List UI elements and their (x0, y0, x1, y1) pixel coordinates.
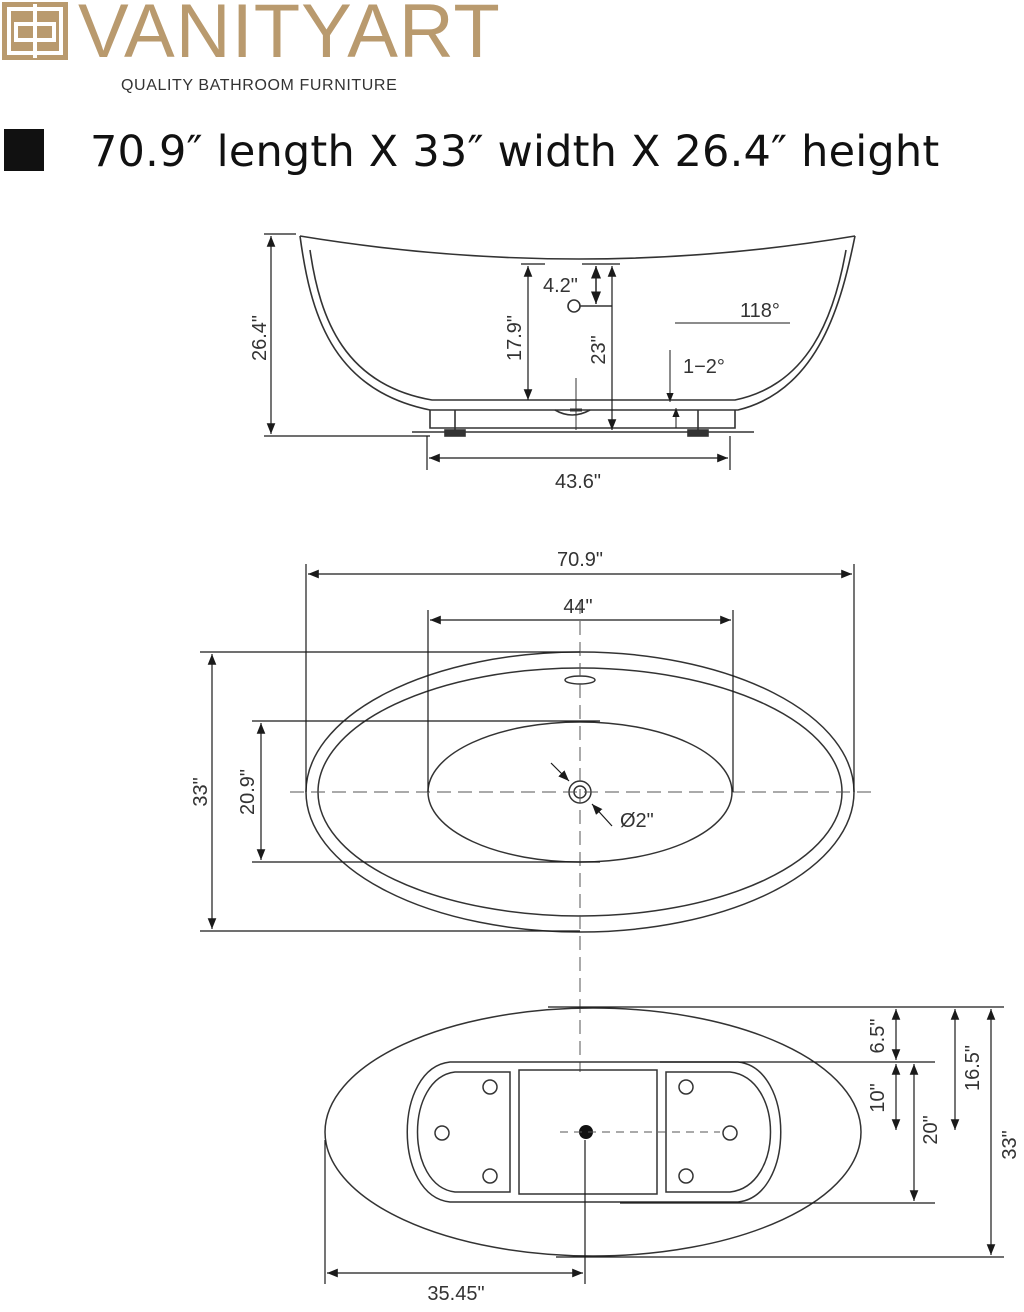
vanityart-logo-icon (2, 2, 68, 60)
top-width-label: 33" (190, 777, 212, 806)
offset-b-label: 16.5" (962, 1045, 984, 1091)
top-view (200, 564, 874, 1072)
tub-underside-outline (324, 1007, 862, 1257)
drain-diameter-leader (550, 762, 613, 827)
brand-name: VANITYART (78, 0, 501, 74)
title-bullet-square (4, 129, 44, 171)
side-view (264, 233, 856, 470)
drain-diameter-label: Ø2" (620, 810, 654, 832)
drain-center-icon (579, 1125, 593, 1139)
bottom-extension-lines (548, 1006, 1004, 1258)
inner-depth-dimension (582, 263, 620, 430)
inner-width-label: 20.9" (237, 769, 259, 815)
top-width-dimension (200, 651, 580, 932)
inner-length-dimension (427, 610, 734, 792)
depth-overflow-label: 17.9" (504, 315, 526, 361)
overflow-icon (564, 675, 596, 685)
overflow-label: 4.2" (543, 275, 578, 297)
top-length-dimension (305, 564, 855, 792)
spacing-label: 10" (867, 1083, 889, 1112)
centerlines (290, 600, 874, 1072)
dimensions-headline: 70.9″ length X 33″ width X 26.4″ height (90, 127, 940, 177)
bottom-width-label: 33" (999, 1130, 1021, 1159)
inner-span-label: 20" (920, 1115, 942, 1144)
inner-depth-label: 23" (588, 335, 610, 364)
inner-width-dimension (252, 720, 600, 863)
depth-overflow-dimension (521, 263, 545, 400)
slope-label: 1−2° (683, 356, 725, 378)
half-length-dimension (324, 1140, 586, 1284)
tub-side-profile (299, 235, 856, 437)
half-length-label: 35.45" (427, 1283, 484, 1305)
support-foot-icons (434, 1079, 738, 1184)
brand-tagline: QUALITY BATHROOM FURNITURE (121, 77, 398, 94)
side-height-label: 26.4" (249, 315, 271, 361)
top-length-label: 70.9" (557, 549, 603, 571)
base-frame (406, 1061, 782, 1203)
bottom-view (324, 1006, 1004, 1284)
inner-length-label: 44" (563, 596, 592, 618)
wall-angle-label: 118° (740, 300, 780, 322)
wall-angle-leader (666, 322, 790, 428)
side-height-dimension (264, 233, 430, 437)
base-length-label: 43.6" (555, 471, 601, 493)
base-length-dimension (426, 436, 731, 470)
offset-a-label: 6.5" (867, 1019, 889, 1054)
